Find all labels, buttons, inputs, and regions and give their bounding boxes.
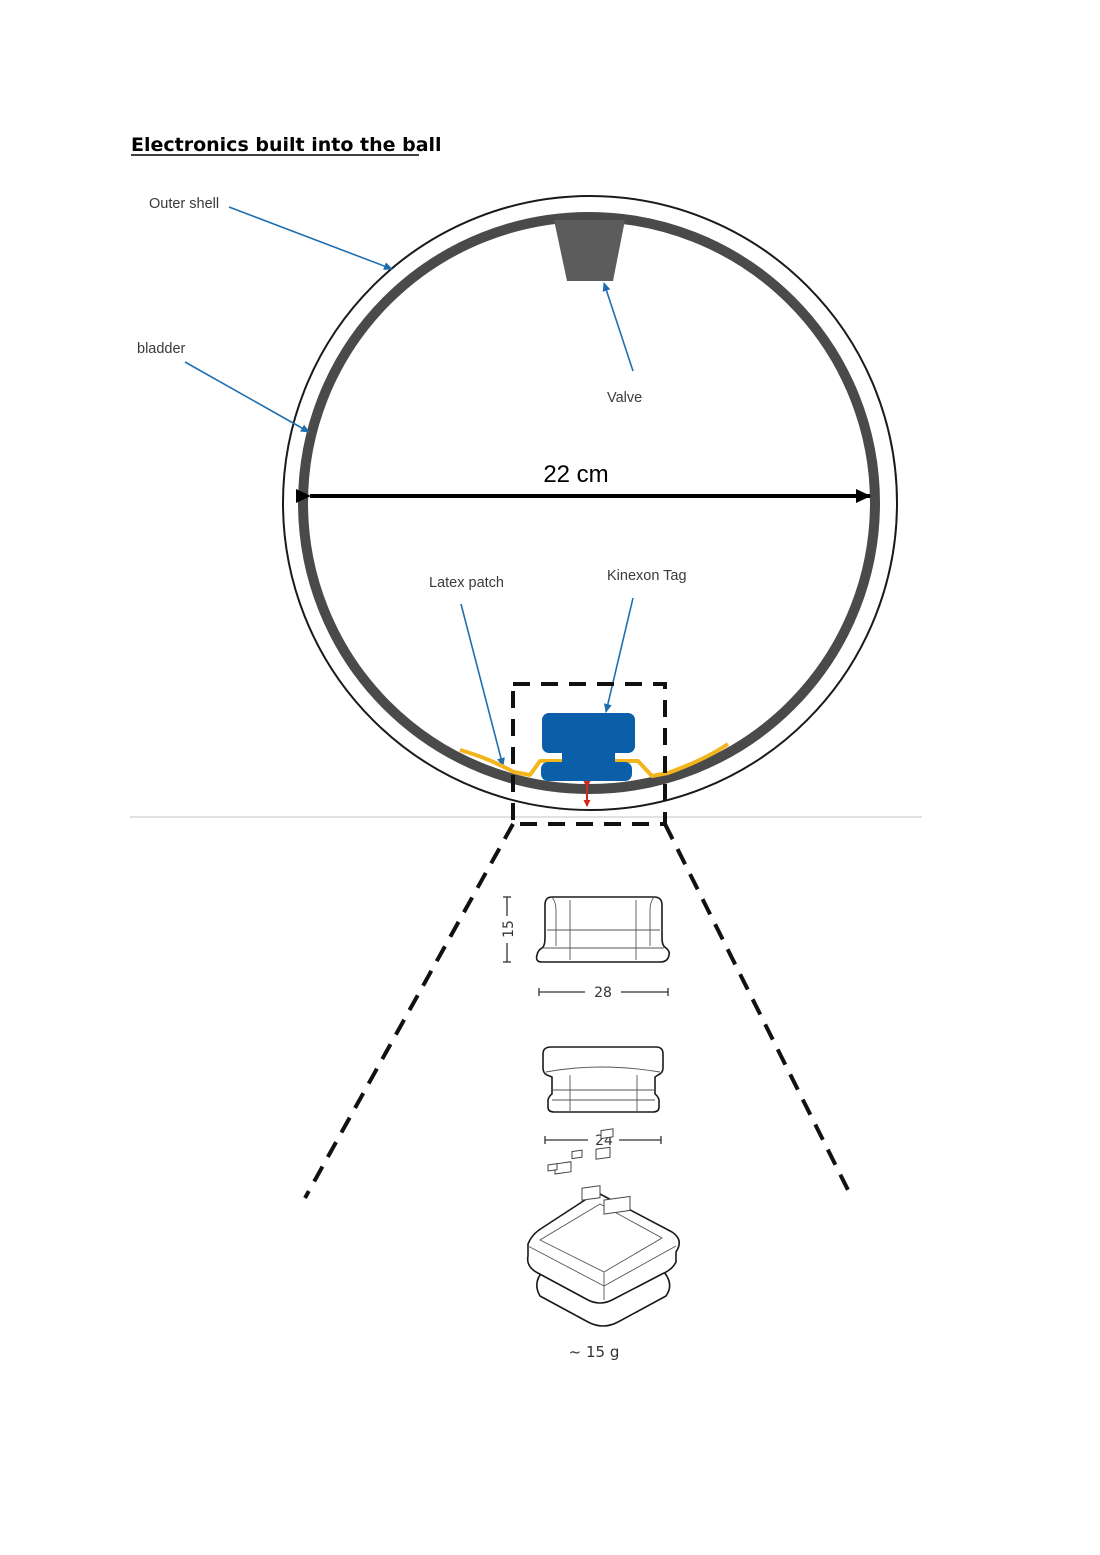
width-top-dimension — [538, 988, 669, 996]
bladder-callout — [184, 361, 310, 433]
bladder-label: bladder — [137, 341, 186, 357]
tag-height-label: 15 — [501, 920, 517, 938]
kinexon-tag-label: Kinexon Tag — [607, 568, 687, 584]
outer-shell-label: Outer shell — [149, 196, 219, 212]
tag-side-view — [542, 1046, 664, 1113]
width-bottom-dimension — [544, 1136, 662, 1144]
diameter-label: 22 cm — [543, 461, 608, 488]
latex-patch — [459, 742, 730, 778]
tag-base — [541, 762, 632, 781]
tag-upper-body — [542, 713, 635, 753]
kinexon-tag-callout — [603, 597, 634, 713]
latex-patch-callout — [460, 603, 505, 767]
tag-neck — [562, 751, 615, 763]
bladder — [298, 212, 880, 794]
zoom-box — [511, 682, 667, 826]
height-dimension — [503, 896, 511, 963]
tag-iso-edges — [527, 1203, 677, 1300]
valve-callout — [602, 282, 634, 372]
zoom-frame — [303, 682, 854, 1199]
zoom-line-right — [663, 823, 854, 1199]
tag-weight-label: ~ 15 g — [569, 1343, 620, 1361]
tag-isometric-view — [526, 1128, 680, 1327]
tag-front-view — [535, 896, 670, 963]
outer-shell — [282, 195, 898, 811]
outer-shell-callout — [228, 206, 393, 270]
kinexon-tag — [541, 713, 635, 781]
tag-side-outline — [542, 1046, 664, 1113]
tag-front-detail — [543, 896, 664, 960]
tag-iso-body — [526, 1192, 680, 1304]
tag-side-detail — [545, 1066, 661, 1112]
page-title: Electronics built into the ball — [131, 134, 442, 156]
zoom-line-left — [303, 823, 515, 1199]
tag-front-outline — [535, 896, 670, 963]
valve-label: Valve — [607, 390, 642, 406]
tag-iso-components — [547, 1128, 631, 1215]
valve — [554, 220, 625, 281]
tag-width-top-label: 28 — [594, 985, 612, 1001]
latex-patch-label: Latex patch — [429, 575, 504, 591]
